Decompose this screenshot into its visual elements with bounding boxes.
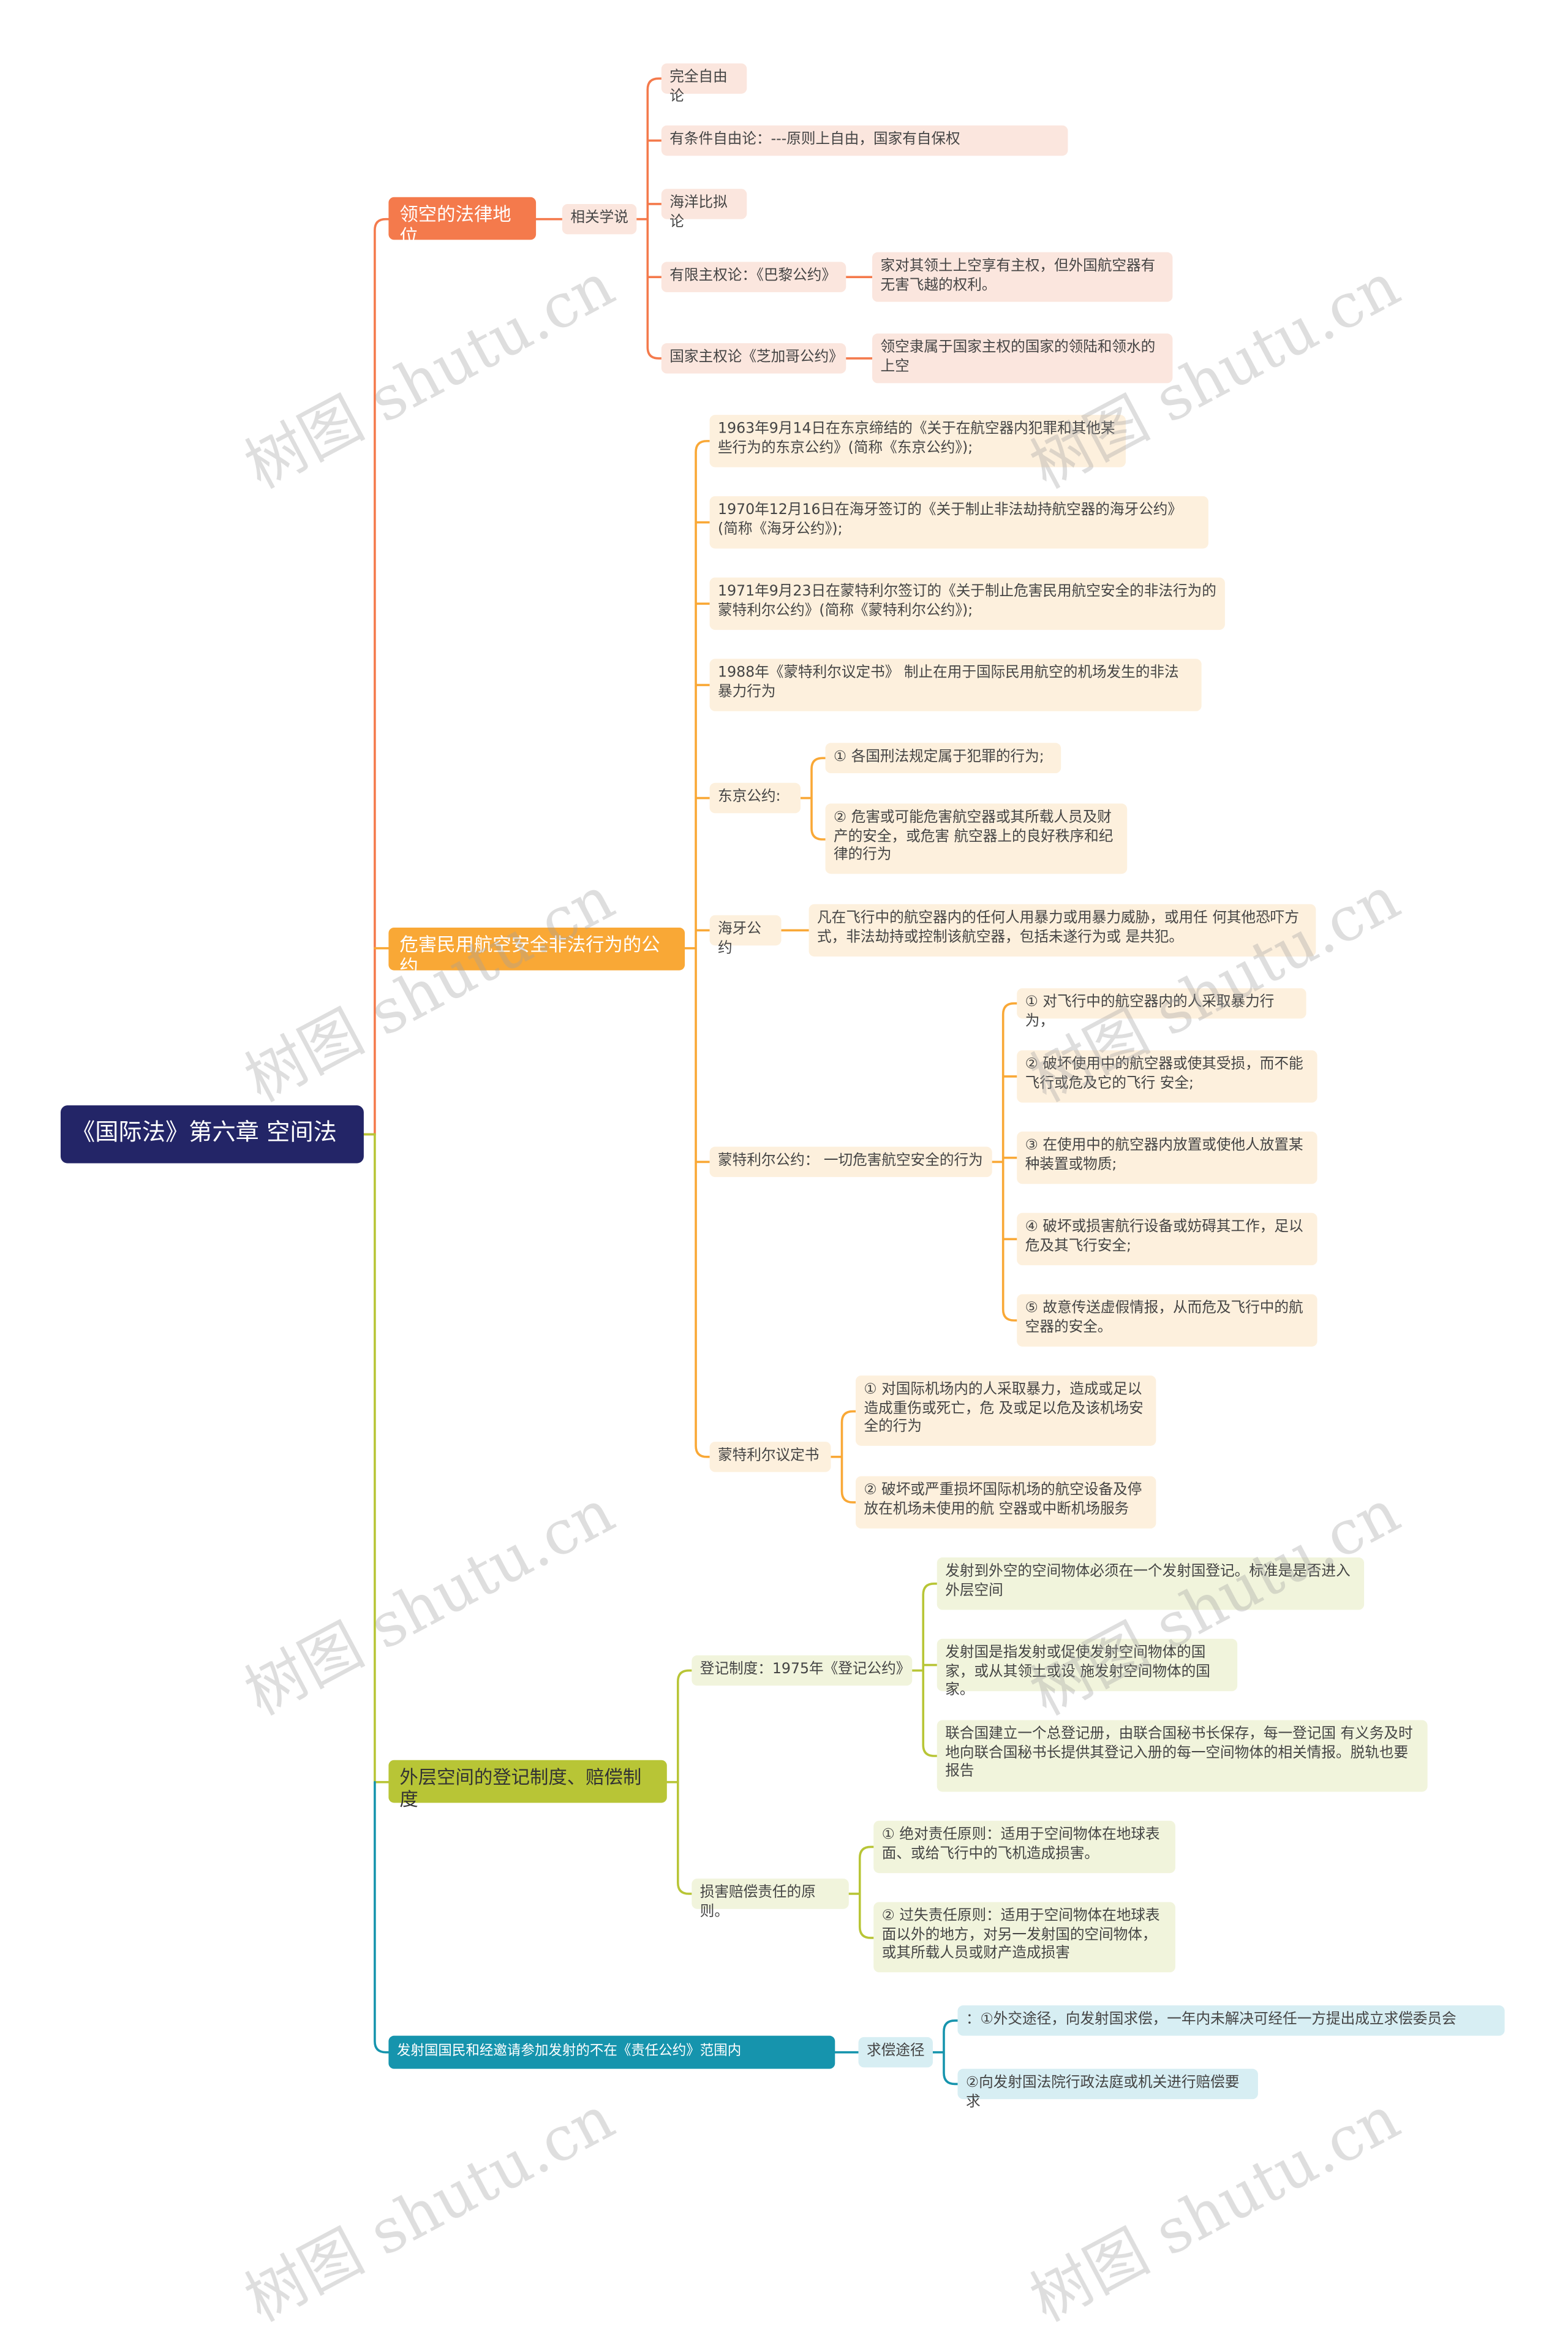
b1-note-links — [845, 276, 873, 360]
connector-lines — [363, 77, 1019, 2086]
b2-fan — [684, 440, 711, 1458]
b4-fan — [932, 2019, 959, 2086]
registration-item[interactable]: 联合国建立一个总登记册，由联合国秘书长保存，每一登记国 有义务及时地向联合国秘书… — [937, 1720, 1428, 1792]
node-tokyo[interactable]: 东京公约: — [709, 782, 801, 814]
node-claim-route[interactable]: 求偿途径 — [858, 2037, 933, 2068]
trunk-orange — [363, 218, 390, 1136]
convention-item[interactable]: 1970年12月16日在海牙签订的《关于制止非法劫持航空器的海牙公约》(简称《海… — [709, 496, 1208, 549]
montreal-item[interactable]: ⑤ 故意传送虚假情报，从而危及飞行中的航空器的安全。 — [1017, 1294, 1317, 1347]
theory-item[interactable]: 国家主权论《芝加哥公约》 — [661, 343, 846, 374]
theory-item[interactable]: 有限主权论：《巴黎公约》 — [661, 262, 846, 292]
branch-outer-space[interactable]: 外层空间的登记制度、赔偿制度 — [388, 1760, 667, 1811]
theory-note[interactable]: 领空隶属于国家主权的国家的领陆和领水的上空 — [872, 333, 1173, 384]
node-montreal-protocol[interactable]: 蒙特利尔议定书 — [709, 1442, 831, 1472]
claim-item[interactable]: ：①外交途径，向发射国求偿，一年内未解决可经任一方提出成立求偿委员会 — [957, 2005, 1505, 2036]
registration-item[interactable]: 发射到外空的空间物体必须在一个发射国登记。标准是是否进入外层空间 — [937, 1557, 1365, 1610]
convention-item[interactable]: 1971年9月23日在蒙特利尔签订的《关于制止危害民用航空安全的非法行为的蒙特利… — [709, 577, 1225, 630]
protocol-item[interactable]: ① 对国际机场内的人采取暴力，造成或足以造成重伤或死亡，危 及或足以危及该机场安… — [856, 1375, 1156, 1446]
montreal-item[interactable]: ④ 破坏或损害航行设备或妨碍其工作，足以危及其飞行安全; — [1017, 1213, 1317, 1266]
convention-item[interactable]: 1988年《蒙特利尔议定书》 制止在用于国际民用航空的机场发生的非法暴力行为 — [709, 659, 1202, 711]
compensation-item[interactable]: ① 绝对责任原则：适用于空间物体在地球表面、或给飞行中的飞机造成损害。 — [873, 1820, 1175, 1874]
protocol-item[interactable]: ② 破坏或严重损坏国际机场的航空设备及停放在机场未使用的航 空器或中断机场服务 — [856, 1476, 1156, 1529]
montreal-item[interactable]: ② 破坏使用中的航空器或使其受损，而不能飞行或危及它的飞行 安全; — [1017, 1050, 1317, 1103]
b2-protocol-fan — [829, 1410, 857, 1504]
convention-item[interactable]: 1963年9月14日在东京缔结的《关于在航空器内犯罪和其他某些行为的东京公约》(… — [709, 415, 1126, 467]
theory-item[interactable]: 完全自由论 — [661, 63, 747, 104]
trunk-teal — [374, 1780, 390, 2054]
node-related-theories[interactable]: 相关学说 — [562, 203, 637, 235]
b2-montreal-fan — [990, 1002, 1019, 1322]
branch-liability-exclusion[interactable]: 发射国国民和经邀请参加发射的不在《责任公约》范围内 — [388, 2035, 835, 2069]
tokyo-item[interactable]: ① 各国刑法规定属于犯罪的行为; — [825, 743, 1061, 774]
hague-note[interactable]: 凡在飞行中的航空器内的任何人用暴力或用暴力威胁，或用任 何其他恐吓方式，非法劫持… — [809, 904, 1316, 957]
theory-item[interactable]: 有条件自由论：---原则上自由，国家有自保权 — [661, 125, 1068, 156]
root-node[interactable]: 《国际法》第六章 空间法 — [60, 1105, 364, 1163]
b2-tokyo-fan — [799, 757, 827, 841]
tokyo-item[interactable]: ② 危害或可能危害航空器或其所载人员及财产的安全，或危害 航空器上的良好秩序和纪… — [825, 803, 1128, 874]
registration-item[interactable]: 发射国是指发射或促使发射空间物体的国家，或从其领土或设 施发射空间物体的国家。 — [937, 1638, 1238, 1698]
b3-fan — [666, 1669, 693, 1895]
node-montreal[interactable]: 蒙特利尔公约： 一切危害航空安全的行为 — [709, 1146, 992, 1178]
node-registration[interactable]: 登记制度：1975年《登记公约》 — [692, 1655, 913, 1686]
montreal-item[interactable]: ③ 在使用中的航空器内放置或使他人放置某种装置或物质; — [1017, 1131, 1317, 1184]
compensation-item[interactable]: ② 过失责任原则：适用于空间物体在地球表面以外的地方，对另一发射国的空间物体，或… — [873, 1902, 1175, 1973]
branch-aviation-conventions[interactable]: 危害民用航空安全非法行为的公约 — [388, 927, 685, 978]
claim-item[interactable]: ②向发射国法院行政法庭或机关进行赔偿要求 — [957, 2068, 1258, 2109]
node-hague[interactable]: 海牙公约 — [709, 915, 782, 956]
node-compensation[interactable]: 损害赔偿责任的原则。 — [692, 1878, 849, 1920]
theory-note[interactable]: 家对其领土上空享有主权，但外国航空器有无害飞越的权利。 — [872, 252, 1173, 302]
b3-comp-fan — [847, 1845, 875, 1939]
b1-fan — [635, 77, 663, 360]
theory-item[interactable]: 海洋比拟论 — [661, 189, 747, 230]
montreal-item[interactable]: ① 对飞行中的航空器内的人采取暴力行为， — [1017, 988, 1306, 1029]
branch-airspace-status[interactable]: 领空的法律地位 — [388, 197, 537, 248]
trunk-green — [363, 1133, 390, 1784]
b3-reg-fan — [911, 1582, 938, 1757]
